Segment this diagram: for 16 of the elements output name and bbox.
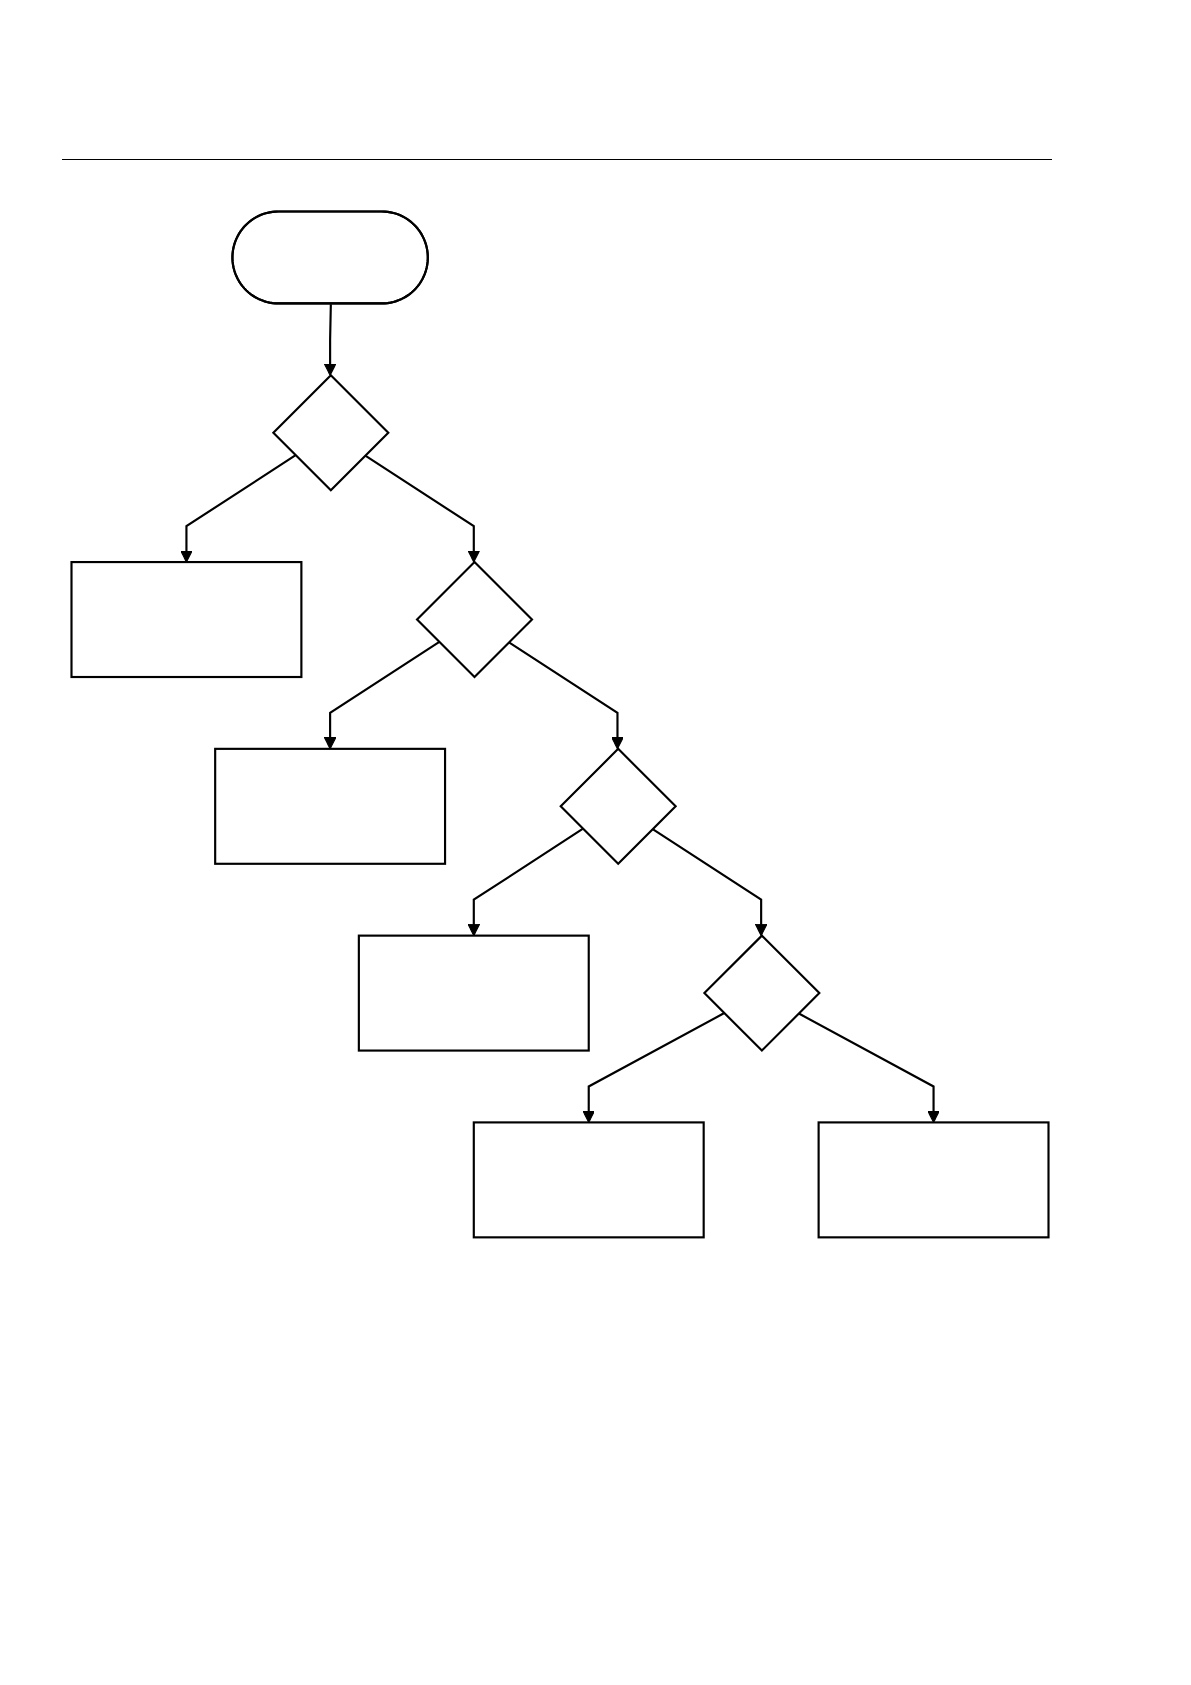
arrow [323,304,337,376]
arrow [651,828,768,937]
arrow [797,1012,940,1123]
node-box [472,1121,705,1239]
node-box [214,747,447,865]
node-box [357,934,590,1052]
arrow [582,1012,725,1123]
node-diamond [559,747,678,866]
node-diamond [415,560,534,679]
node-box [817,1121,1050,1239]
arrow [364,454,481,563]
node-box [70,561,303,679]
node-diamond [271,373,390,492]
arrow [180,454,296,563]
node-diamond [702,934,821,1053]
arrow [508,641,624,750]
